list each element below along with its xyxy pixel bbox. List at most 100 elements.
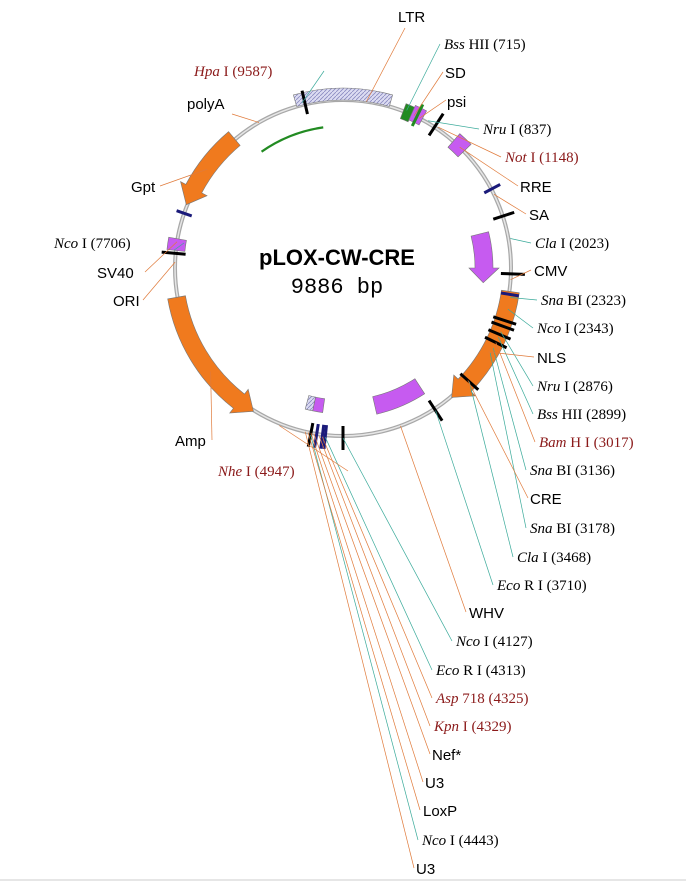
- cre-arrow: [451, 289, 520, 398]
- site-leader: [301, 70, 325, 104]
- site-tick: [492, 210, 515, 221]
- site-label-ncoi-7706: Nco I (7706): [53, 236, 131, 252]
- site-label-snabi-2323: Sna BI (2323): [541, 293, 626, 309]
- feature-leader-nls: [488, 351, 535, 358]
- feature-leader-rre: [459, 146, 519, 187]
- site-tick: [427, 399, 444, 422]
- site-leader: [507, 308, 534, 329]
- site-leader: [324, 436, 433, 671]
- site-label-ncoi-4127: Nco I (4127): [455, 634, 533, 650]
- feature-leader-nef: [313, 433, 431, 755]
- site-label-ncoi-2343: Nco I (2343): [536, 321, 614, 337]
- feature-label-amp: Amp: [175, 433, 206, 450]
- site-tick: [500, 272, 525, 276]
- site-leader: [173, 242, 185, 251]
- site-label-bamhi-3017: Bam H I (3017): [539, 435, 634, 451]
- site-label-hpai-9587: Hpa I (9587): [193, 64, 272, 80]
- feature-label-whv: WHV: [469, 605, 504, 622]
- feature-leader-gpt: [159, 168, 208, 187]
- feature-label-ori: ORI: [113, 293, 140, 310]
- site-label-kpni-4329: Kpn I (4329): [433, 719, 512, 735]
- site-label-ecori-3710: Eco R I (3710): [496, 578, 587, 594]
- feature-leader-ori: [142, 261, 176, 301]
- feature-label-ltr: LTR: [398, 9, 425, 26]
- gpt-arrow: [180, 131, 241, 206]
- polya-arc: [260, 126, 324, 153]
- feature-label-loxp: LoxP: [423, 803, 457, 820]
- site-label-nrui-837: Nru I (837): [482, 122, 551, 138]
- site-leader: [510, 238, 532, 244]
- site-leader: [500, 331, 534, 387]
- feature-leader-amp: [210, 371, 213, 441]
- site-label-snabi-3136: Sna BI (3136): [530, 463, 615, 479]
- site-tick: [492, 315, 517, 326]
- site-tick: [427, 112, 445, 137]
- site-label-asp718-4325: Asp 718 (4325): [435, 691, 529, 707]
- site-leader: [310, 434, 419, 841]
- feature-leader-sv40: [144, 241, 178, 273]
- feature-label-sa: SA: [529, 207, 549, 224]
- site-tick: [176, 209, 193, 218]
- site-leader: [406, 43, 441, 111]
- u3-hatched: [304, 395, 316, 412]
- feature-leader-polya: [231, 113, 260, 123]
- site-leader: [468, 381, 514, 558]
- sd-block: [399, 103, 415, 123]
- site-label-nrui-2876: Nru I (2876): [536, 379, 613, 395]
- site-tick: [410, 103, 425, 127]
- feature-leader-psi: [419, 99, 447, 119]
- site-leader: [495, 342, 536, 443]
- site-label-clai-3468: Cla I (3468): [517, 550, 591, 566]
- feature-label-rre: RRE: [520, 179, 552, 196]
- site-tick: [300, 90, 309, 115]
- feature-leader-u3a: [310, 432, 424, 783]
- feature-label-u3b: U3: [416, 861, 435, 878]
- sv40-block: [166, 236, 187, 252]
- site-leader: [437, 126, 502, 158]
- plasmid-size: 9886 bp: [291, 275, 383, 300]
- site-leader: [435, 410, 494, 586]
- site-tick: [484, 335, 508, 350]
- feature-leader-ltr: [366, 27, 406, 102]
- amp-arrow: [167, 295, 254, 414]
- site-label-ncoi-4443: Nco I (4443): [421, 833, 499, 849]
- feature-label-psi: psi: [447, 94, 466, 111]
- site-leader: [321, 436, 433, 699]
- site-leader: [510, 297, 538, 301]
- site-tick: [487, 328, 512, 341]
- site-label-nhei-4947: Nhe I (4947): [217, 464, 295, 480]
- site-leader: [319, 436, 431, 727]
- site-tick: [490, 320, 515, 332]
- site-leader: [489, 352, 527, 529]
- feature-label-u3a: U3: [425, 775, 444, 792]
- site-label-bsshii-2899: Bss HII (2899): [537, 407, 626, 423]
- feature-label-polya: polyA: [187, 96, 225, 113]
- site-label-noti-1148: Not I (1148): [504, 150, 579, 166]
- plasmid-name: pLOX-CW-CRE: [259, 245, 415, 270]
- site-tick: [500, 291, 520, 298]
- feature-leader-cmv: [510, 269, 532, 281]
- site-label-bsshii-715: Bss HII (715): [444, 37, 526, 53]
- site-leader: [279, 425, 349, 472]
- ltr-block: [293, 87, 393, 107]
- feature-leader-sa: [493, 194, 527, 215]
- site-tick: [459, 372, 480, 391]
- feature-label-cre: CRE: [530, 491, 562, 508]
- whv-block: [372, 378, 426, 415]
- site-tick: [483, 183, 501, 195]
- site-leader: [427, 120, 480, 130]
- feature-leader-u3b: [304, 431, 415, 869]
- feature-label-gpt: Gpt: [131, 179, 156, 196]
- feature-leader-cre: [467, 380, 529, 499]
- feature-label-sd: SD: [445, 65, 466, 82]
- rre-block: [447, 133, 472, 158]
- feature-leader-whv: [400, 425, 467, 613]
- site-label-snabi-3178: Sna BI (3178): [530, 521, 615, 537]
- site-label-ecori-4313: Eco R I (4313): [435, 663, 526, 679]
- feature-leader-loxp: [307, 432, 421, 811]
- site-leader: [492, 347, 527, 471]
- site-tick: [313, 423, 320, 448]
- sa-cmv-arrow: [468, 231, 500, 284]
- feature-label-nef: Nef*: [432, 747, 461, 764]
